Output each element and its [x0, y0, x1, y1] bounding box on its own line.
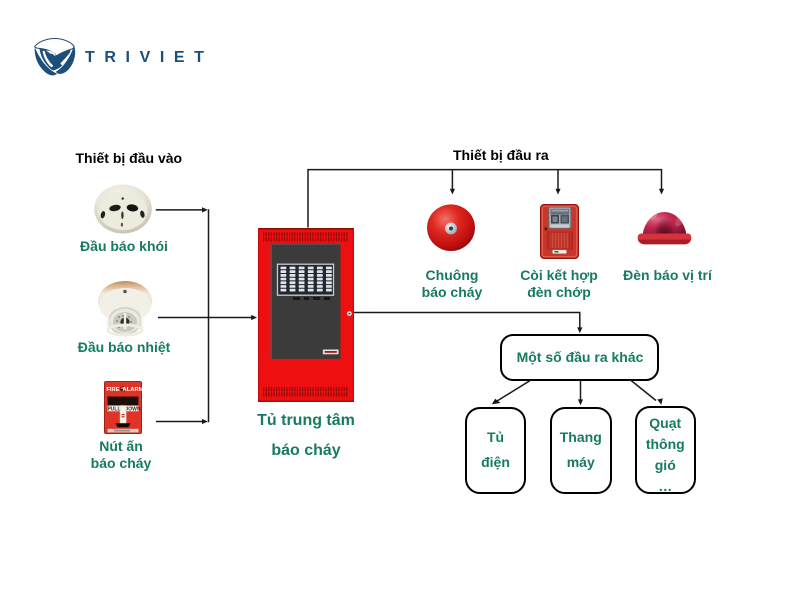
svg-text:PULL: PULL	[107, 406, 120, 412]
svg-text:FIRE: FIRE	[106, 387, 119, 393]
svg-text:DOWN: DOWN	[124, 406, 140, 412]
svg-text:ALARM: ALARM	[122, 387, 141, 393]
